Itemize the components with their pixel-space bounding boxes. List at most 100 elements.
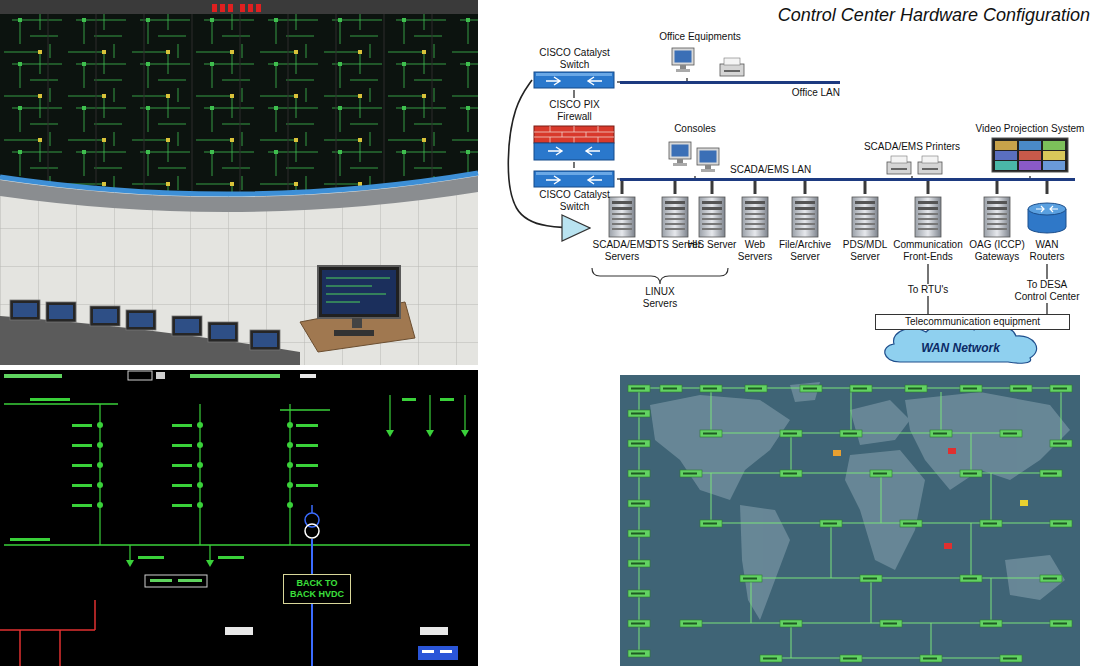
- control-room-photo: [46, 302, 76, 322]
- scada-single-line-screen: [287, 502, 293, 508]
- scada-single-line-screen: [389, 395, 390, 430]
- network-link: [1046, 181, 1049, 194]
- scada-single-line-screen: [150, 579, 172, 582]
- node-label: Office LAN: [792, 87, 840, 99]
- network-icons: [672, 48, 694, 72]
- console-workstation: Consoles: [665, 122, 726, 176]
- network-map-screen: [948, 448, 956, 454]
- network-map-screen: [1000, 655, 1022, 662]
- network-icons: [669, 142, 691, 166]
- network-icons: [792, 197, 818, 237]
- control-room-photo: [0, 173, 478, 194]
- network-icons: [995, 161, 1017, 170]
- network-map-screen: [780, 620, 802, 627]
- scada-single-line-screen: [197, 462, 203, 468]
- control-room-photo: [253, 333, 277, 347]
- control-room-photo: [10, 300, 40, 320]
- control-room-photo: [318, 266, 400, 318]
- network-icons: [534, 126, 614, 143]
- scada-single-line-screen: [225, 627, 253, 635]
- icon-space: [1027, 195, 1067, 239]
- control-room-photo: [13, 303, 277, 347]
- control-room-photo: [93, 309, 117, 323]
- scada-single-line-screen: [145, 575, 207, 587]
- control-room-photo: [48, 14, 432, 195]
- icon-space: [608, 195, 636, 239]
- scada-single-line-screen: [311, 505, 313, 513]
- network-map-screen: [680, 470, 702, 477]
- network-icons: [984, 197, 1010, 237]
- network-map-screen: [870, 470, 892, 477]
- scada-single-line-screen: [128, 371, 152, 380]
- scada-single-line-screen: [440, 398, 454, 401]
- network-map-screen: [700, 520, 722, 527]
- network-map-screen: [833, 450, 841, 456]
- network-map-screen: [700, 430, 722, 437]
- control-room-photo: [212, 4, 261, 12]
- network-link: [711, 181, 714, 194]
- network-map-screen: [628, 560, 650, 567]
- network-icons: [697, 148, 719, 172]
- edge-label: To DESA Control Center: [1008, 279, 1086, 303]
- control-room-photo: [90, 306, 120, 326]
- network-map-screen: [1040, 575, 1062, 582]
- network-icons: [536, 172, 612, 175]
- node-label: Telecommunication equipment: [880, 316, 1065, 328]
- scada-single-line-screen: [190, 374, 280, 378]
- network-map-screen: [850, 400, 910, 445]
- network-map-screen: [702, 578, 1050, 623]
- scada-single-line-screen: [72, 484, 92, 487]
- server: PDS/MDL Server: [835, 194, 896, 264]
- scada-single-line-screen: [172, 444, 192, 447]
- network-map-screen: [960, 575, 982, 582]
- icon-space: [535, 169, 615, 189]
- lan-bus: SCADA/EMS LAN: [620, 178, 1075, 181]
- scada-single-line-screen: [129, 545, 130, 560]
- scada-single-line-screen: [138, 556, 164, 559]
- network-map-screen: [639, 388, 1050, 654]
- control-room-photo: [0, 0, 478, 365]
- network-map-screen: [702, 433, 1040, 473]
- network-map-screen: [980, 520, 1002, 527]
- server: Web Servers: [725, 194, 786, 264]
- node-label: SCADA/EMS Printers: [864, 141, 961, 153]
- network-map-screen: [782, 623, 1000, 658]
- scada-single-line-screen: [72, 464, 92, 467]
- scada-single-line-screen: [300, 374, 316, 378]
- network-map-screen: [620, 375, 1080, 666]
- server: SCADA/EMS Servers: [590, 194, 654, 264]
- network-map-screen: [628, 410, 650, 417]
- network-icons: [720, 58, 744, 76]
- node-label: File/Archive Server: [777, 239, 834, 263]
- network-map-screen: [920, 655, 942, 662]
- network-map-screen: [762, 523, 1040, 578]
- control-room-photo: [175, 319, 199, 333]
- icon-space: [882, 153, 942, 175]
- network-map-screen: [905, 392, 1070, 490]
- icon-space: [535, 123, 615, 161]
- network-map-screen: [840, 430, 862, 437]
- network-icons: [536, 73, 612, 76]
- scada-single-line-screen: [218, 556, 244, 559]
- control-room-photo: [172, 316, 202, 336]
- network-map-screen: [639, 388, 1061, 658]
- network-map-screen: [740, 575, 762, 582]
- network-icons: [592, 268, 728, 284]
- network-map-screen: [944, 543, 952, 549]
- edge-label: To RTU's: [906, 284, 951, 296]
- network-icons: [534, 126, 614, 143]
- control-room-photo: [48, 14, 49, 183]
- network-map-screen: [905, 385, 927, 392]
- network-map-screen: [845, 450, 925, 570]
- scada-single-line-screen: [287, 442, 293, 448]
- network-map-screen: [1050, 440, 1072, 447]
- network-map-screen: [660, 385, 682, 392]
- network-icons: [1019, 151, 1041, 160]
- scada-single-line-screen: [197, 422, 203, 428]
- video-wall: Video Projection System: [973, 122, 1087, 176]
- network-map-screen: [780, 430, 802, 437]
- network-icons: [548, 147, 600, 155]
- scada-single-line-screen: [4, 404, 470, 545]
- node-label: Web Servers: [727, 239, 784, 263]
- network-map-screen: [850, 385, 872, 392]
